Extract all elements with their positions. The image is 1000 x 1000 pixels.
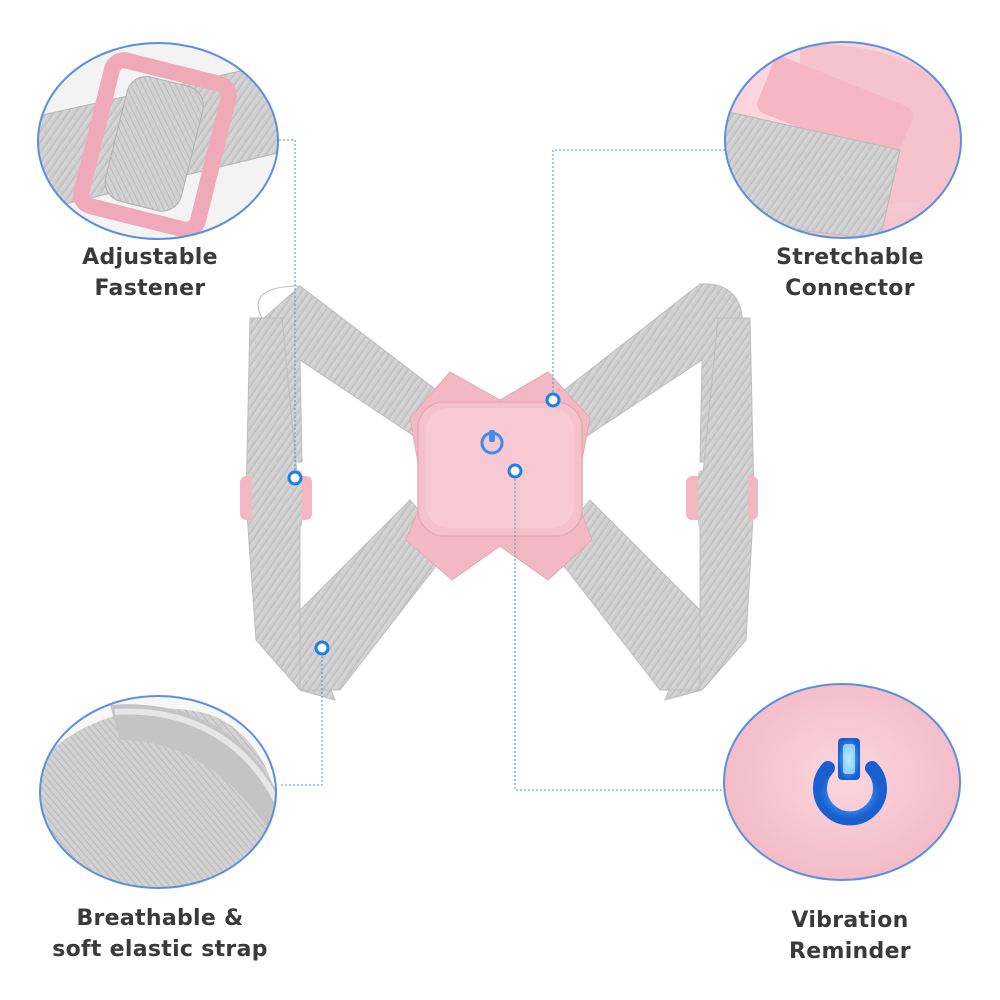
detail-circle-connector bbox=[724, 41, 962, 239]
callout-leaders bbox=[278, 139, 725, 791]
label-line: Breathable & bbox=[76, 906, 244, 931]
power-icon bbox=[813, 738, 887, 826]
callout-dot-icon bbox=[314, 640, 330, 656]
callout-dot-icon bbox=[545, 392, 561, 408]
callout-dot-icon bbox=[507, 463, 523, 479]
callout-dots bbox=[287, 392, 561, 656]
detail-circle-vibration bbox=[723, 683, 961, 881]
label-line: Connector bbox=[785, 276, 915, 301]
detail-circle-strap bbox=[39, 695, 277, 889]
label-elastic-strap: Breathable & soft elastic strap bbox=[40, 903, 280, 965]
label-line: Reminder bbox=[789, 939, 911, 964]
callout-dot-icon bbox=[287, 470, 303, 486]
posture-corrector bbox=[240, 283, 758, 701]
label-line: Adjustable bbox=[82, 245, 218, 270]
right-lower-strap bbox=[549, 499, 701, 691]
label-line: Vibration bbox=[791, 908, 909, 933]
label-vibration-reminder: Vibration Reminder bbox=[750, 905, 950, 967]
power-icon bbox=[480, 430, 504, 455]
label-stretchable-connector: Stretchable Connector bbox=[750, 242, 950, 304]
label-line: Stretchable bbox=[776, 245, 924, 270]
label-line: soft elastic strap bbox=[52, 937, 268, 962]
label-line: Fastener bbox=[94, 276, 206, 301]
detail-circle-fastener bbox=[37, 42, 279, 240]
left-lower-strap bbox=[299, 499, 451, 691]
label-adjustable-fastener: Adjustable Fastener bbox=[50, 242, 250, 304]
right-strap bbox=[544, 283, 743, 463]
